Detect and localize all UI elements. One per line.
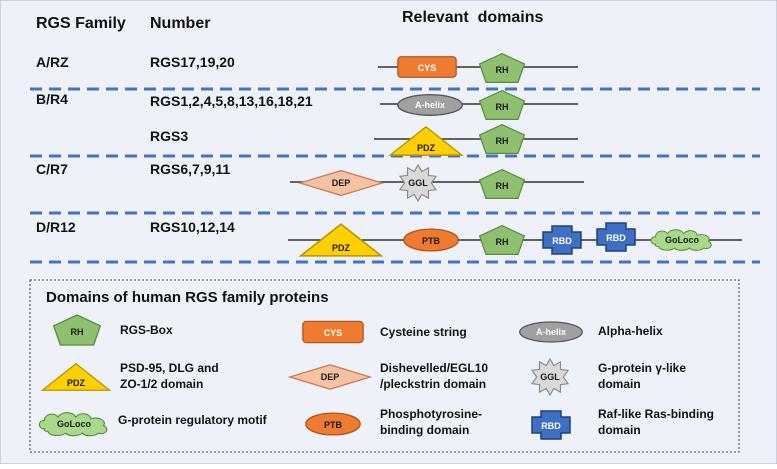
header-family: RGS Family <box>36 15 126 32</box>
row-a-family: A/RZ <box>36 54 69 70</box>
row-c-number: RGS6,7,9,11 <box>150 161 230 177</box>
header-domains: Relevant domains <box>402 9 543 26</box>
legend-cys-text: Cysteine string <box>380 325 467 339</box>
legend: Domains of human RGS family proteins RH … <box>29 279 740 453</box>
rbd-domain-label: RBD <box>552 236 572 246</box>
legend-rh-text: RGS-Box <box>120 323 173 337</box>
dep-domain-label: DEP <box>332 178 351 188</box>
pdz-domain-label: PDZ <box>332 243 351 253</box>
row-b-family: B/R4 <box>36 91 68 107</box>
legend-pdz-text-2: ZO-1/2 domain <box>120 377 203 391</box>
legend-ptb-text-2: binding domain <box>380 423 469 437</box>
goloco-domain-label: GoLoco <box>665 235 699 245</box>
legend-ahelix-text: Alpha-helix <box>598 324 663 338</box>
rh-domain-label: RH <box>496 237 509 247</box>
legend-pdz-text-1: PSD-95, DLG and <box>120 361 219 375</box>
legend-ptb-shape-label: PTB <box>324 420 343 430</box>
legend-ptb-text-1: Phosphotyrosine- <box>380 407 482 421</box>
row-d-family: D/R12 <box>36 219 76 235</box>
legend-dep-shape-label: DEP <box>321 372 340 382</box>
rbd-domain-label: RBD <box>606 233 626 243</box>
legend-ggl-text-1: G-protein γ-like <box>598 361 686 375</box>
ptb-domain-label: PTB <box>422 236 441 246</box>
row-b2-number: RGS3 <box>150 128 188 144</box>
legend-box <box>29 279 740 453</box>
header-number: Number <box>150 15 210 32</box>
ahelix-domain-label: A-helix <box>415 100 445 110</box>
row-a-number: RGS17,19,20 <box>150 54 235 70</box>
row-d-domains: PDZ PTB RH RBD RBD GoLoco <box>288 222 742 257</box>
legend-pdz-shape-label: PDZ <box>67 378 86 388</box>
row-b2-domains: PDZ RH <box>374 123 578 156</box>
legend-goloco-shape-label: GoLoco <box>57 419 91 429</box>
rh-domain-label: RH <box>496 181 509 191</box>
legend-ahelix-shape-label: A-helix <box>536 327 566 337</box>
ggl-domain-label: GGL <box>408 178 428 188</box>
rh-domain-label: RH <box>496 102 509 112</box>
rh-domain-label: RH <box>496 136 509 146</box>
legend-cys-shape-label: CYS <box>324 328 343 338</box>
legend-dep-text-2: /pleckstrin domain <box>380 377 486 391</box>
legend-rbd-text-1: Raf-like Ras-binding <box>598 407 714 421</box>
cys-domain-label: CYS <box>418 63 437 73</box>
legend-dep-text-1: Dishevelled/EGL10 <box>380 361 488 375</box>
legend-ggl-shape-label: GGL <box>540 372 560 382</box>
row-c-family: C/R7 <box>36 161 68 177</box>
pdz-domain-label: PDZ <box>417 143 436 153</box>
legend-ggl-text-2: domain <box>598 377 641 391</box>
legend-goloco-text: G-protein regulatory motif <box>118 413 268 427</box>
row-b-number: RGS1,2,4,5,8,13,16,18,21 <box>150 93 313 109</box>
legend-title: Domains of human RGS family proteins <box>46 289 329 306</box>
row-c-domains: DEP GGL RH <box>290 164 584 202</box>
rh-domain-label: RH <box>496 65 509 75</box>
legend-rh-shape-label: RH <box>71 327 84 337</box>
legend-rbd-shape-label: RBD <box>541 421 561 431</box>
legend-rbd-text-2: domain <box>598 423 641 437</box>
row-d-number: RGS10,12,14 <box>150 219 235 235</box>
row-a-domains: CYS RH <box>378 52 578 84</box>
row-b1-domains: A-helix RH <box>380 89 578 121</box>
